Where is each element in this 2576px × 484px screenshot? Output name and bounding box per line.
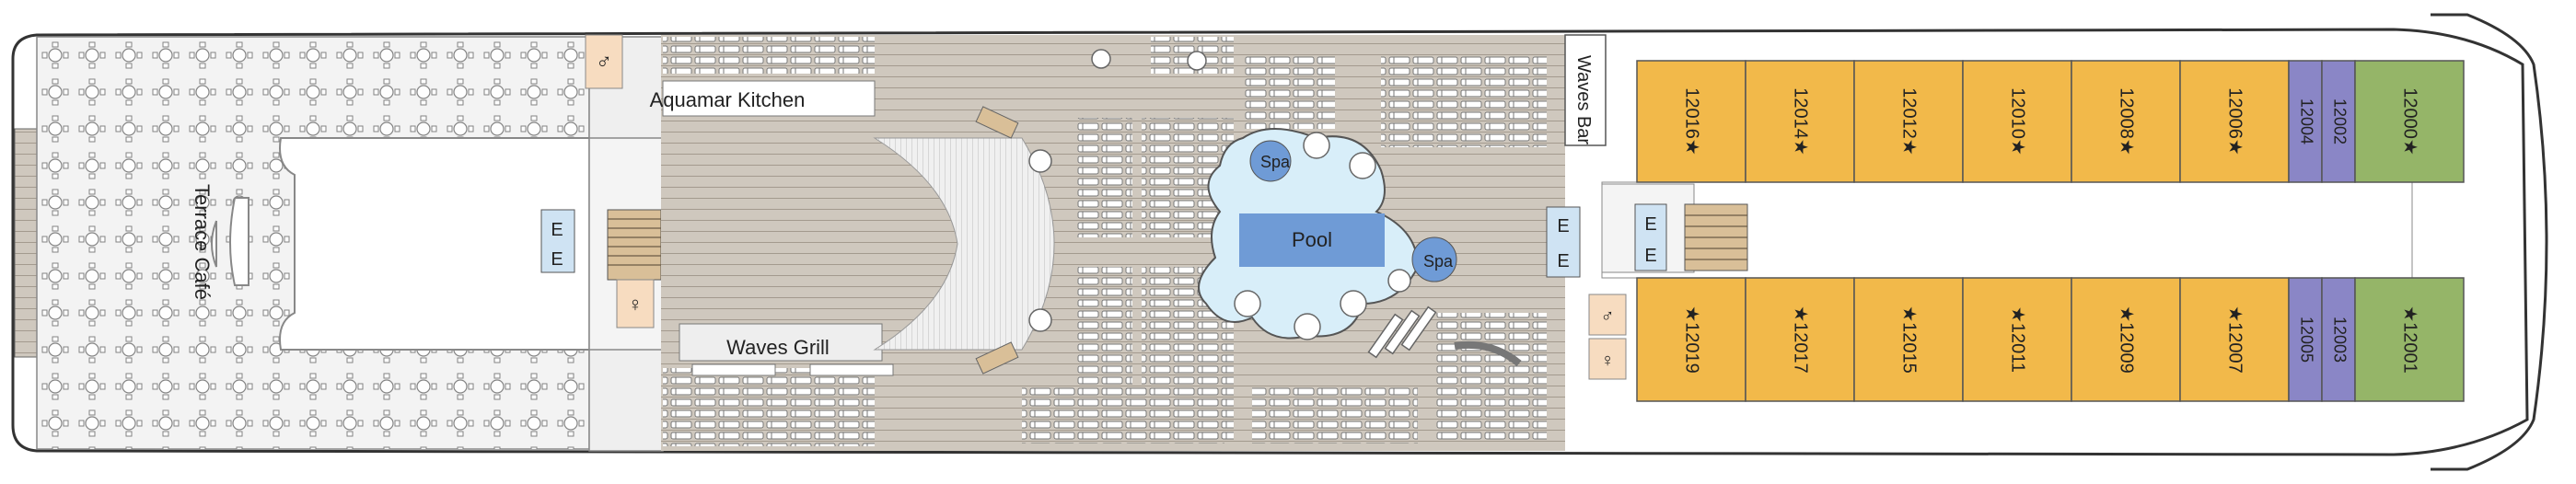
waves-grill-label: Waves Grill xyxy=(726,336,830,359)
terrace-cafe-label[interactable]: Terrace Café xyxy=(191,184,214,300)
spa-2-label: Spa xyxy=(1423,252,1454,271)
stateroom-starboard-9[interactable] xyxy=(2354,277,2465,402)
stateroom-number: 12014★ xyxy=(1791,87,1811,156)
waves-bar[interactable] xyxy=(1564,34,1607,146)
restroom-icon: ♀ xyxy=(628,293,644,316)
stateroom-starboard-8[interactable] xyxy=(2321,277,2356,402)
stateroom-number: ★12009 xyxy=(2117,305,2137,374)
stateroom-port-9[interactable] xyxy=(2354,60,2465,183)
pool[interactable] xyxy=(1239,213,1385,267)
stateroom-starboard-3[interactable] xyxy=(1853,277,1964,402)
spa-1-label: Spa xyxy=(1260,153,1291,171)
stateroom-port-7[interactable] xyxy=(2288,60,2323,183)
stateroom-number: 12006★ xyxy=(2225,87,2245,156)
stateroom-number: ★12017 xyxy=(1791,305,1811,374)
restroom-top[interactable] xyxy=(585,34,623,89)
stateroom-port-1[interactable] xyxy=(1636,60,1746,183)
elevator-forward-e2: E xyxy=(1644,246,1656,266)
stateroom-port-2[interactable] xyxy=(1745,60,1855,183)
stateroom-number: ★12001 xyxy=(2400,305,2420,374)
ramp xyxy=(873,137,1055,351)
elevator-aft[interactable] xyxy=(540,209,575,273)
stateroom-number: 12005 xyxy=(2297,317,2315,363)
stateroom-number: 12016★ xyxy=(1682,87,1702,156)
restroom-icon: ♂ xyxy=(1601,306,1615,327)
aquamar-kitchen-label: Aquamar Kitchen xyxy=(650,88,806,111)
stateroom-number: ★12019 xyxy=(1682,305,1702,374)
aquamar-kitchen[interactable] xyxy=(662,80,876,117)
restroom-forward-1[interactable] xyxy=(1588,294,1627,336)
elevator-aft-e2: E xyxy=(551,249,563,270)
restroom-forward-2[interactable] xyxy=(1588,338,1627,380)
stateroom-port-3[interactable] xyxy=(1853,60,1964,183)
stateroom-starboard-7[interactable] xyxy=(2288,277,2323,402)
elevator-mid-e2: E xyxy=(1557,251,1569,271)
pool-label: Pool xyxy=(1292,228,1332,251)
stateroom-port-5[interactable] xyxy=(2071,60,2181,183)
stateroom-number: ★12007 xyxy=(2225,305,2245,374)
stateroom-number: ★12015 xyxy=(1899,305,1920,374)
stateroom-number: 12003 xyxy=(2330,317,2349,363)
elevator-forward-e1: E xyxy=(1644,214,1656,235)
stairs-aft[interactable] xyxy=(607,209,662,281)
stateroom-port-4[interactable] xyxy=(1962,60,2072,183)
stateroom-number: 12002 xyxy=(2330,98,2349,144)
staterooms-port: 12016★ 12014★ 12012★ 12010★ 12008★ 12006★ 1200… xyxy=(1636,60,2465,183)
restroom-icon: ♀ xyxy=(1601,351,1615,371)
restroom-icon: ♂ xyxy=(596,50,612,75)
waves-grill[interactable] xyxy=(679,323,883,362)
stateroom-starboard-1[interactable] xyxy=(1636,277,1746,402)
waves-bar-label: Waves Bar xyxy=(1573,55,1594,144)
elevator-mid-e1: E xyxy=(1557,216,1569,236)
stateroom-number: 12008★ xyxy=(2117,87,2137,156)
spa-2[interactable] xyxy=(1411,236,1457,282)
stateroom-number: ★12011 xyxy=(2008,306,2028,373)
stateroom-number: 12010★ xyxy=(2008,87,2028,156)
buffet-counter xyxy=(279,137,627,351)
stateroom-number: 12004 xyxy=(2297,98,2315,144)
stateroom-starboard-5[interactable] xyxy=(2071,277,2181,402)
elevator-forward[interactable] xyxy=(1634,203,1667,271)
spa-1[interactable] xyxy=(1249,140,1292,182)
stateroom-port-8[interactable] xyxy=(2321,60,2356,183)
elevator-aft-e1: E xyxy=(551,220,563,240)
elevator-mid[interactable] xyxy=(1546,206,1581,278)
stateroom-number: 12000★ xyxy=(2400,87,2420,156)
stateroom-starboard-4[interactable] xyxy=(1962,277,2072,402)
staterooms-starboard: ★12019 ★12017 ★12015 ★12011 ★12009 ★12007 1200… xyxy=(1636,277,2465,402)
bow-rail xyxy=(2431,13,2548,471)
restroom-mid[interactable] xyxy=(616,279,655,328)
stateroom-number: 12012★ xyxy=(1899,87,1920,156)
